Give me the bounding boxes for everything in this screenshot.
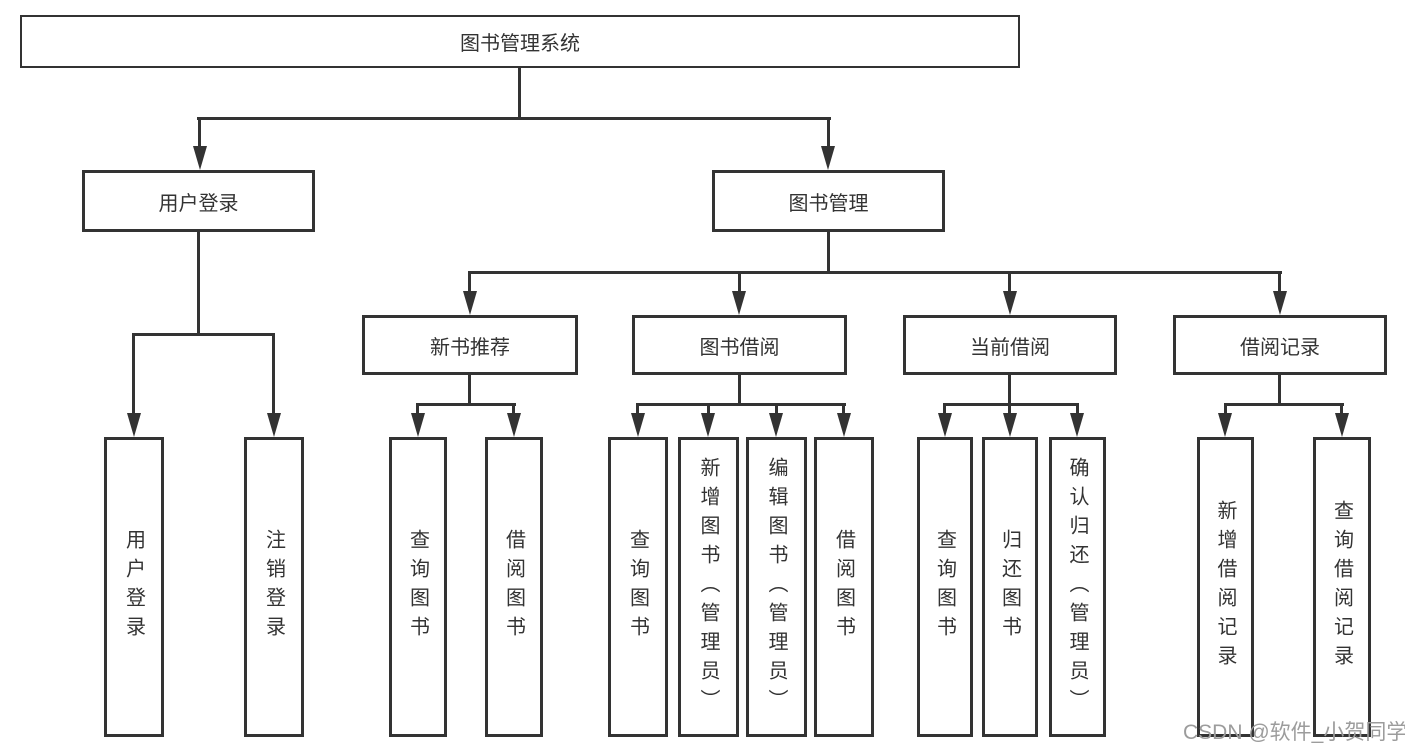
leaf-records-add-label: 新增借阅记录 (1214, 500, 1236, 674)
connector-drop-leaf-logout (272, 333, 275, 415)
connector-current-borrowing-stem (1008, 373, 1011, 406)
arrowhead-leaf-login (127, 413, 141, 437)
arrowhead-bb-borrow (837, 413, 851, 437)
leaf-logout: 注销登录 (244, 437, 304, 737)
leaf-borrowing-edit-admin: 编辑图书（管理员） (746, 437, 807, 737)
connector-borrow-records-rail (1224, 403, 1344, 406)
leaf-current-search: 查询图书 (917, 437, 973, 737)
leaf-borrowing-search-label: 查询图书 (626, 529, 649, 645)
leaf-logout-label: 注销登录 (262, 529, 285, 645)
connector-root-rail (197, 117, 831, 120)
arrowhead-book-management (821, 146, 835, 170)
arrowhead-br-add (1218, 413, 1232, 437)
connector-drop-cb-confirm (1076, 403, 1079, 415)
arrowhead-nb-search (411, 413, 425, 437)
connector-drop-br-add (1224, 403, 1227, 415)
node-new-books: 新书推荐 (362, 315, 578, 375)
leaf-records-add: 新增借阅记录 (1197, 437, 1254, 737)
connector-user-login-stem (197, 230, 200, 336)
arrowhead-leaf-logout (267, 413, 281, 437)
leaf-current-return-label: 归还图书 (998, 529, 1021, 645)
arrowhead-br-search (1335, 413, 1349, 437)
arrowhead-new-books (463, 291, 477, 315)
connector-drop-user-login (198, 117, 201, 149)
connector-drop-nb-search (416, 403, 419, 415)
connector-drop-bb-borrow (842, 403, 845, 415)
connector-book-borrowing-stem (738, 373, 741, 406)
node-user-login: 用户登录 (82, 170, 315, 232)
connector-drop-new-books (468, 271, 471, 293)
connector-drop-bb-edit (775, 403, 778, 415)
arrowhead-bb-edit (769, 413, 783, 437)
connector-drop-borrow-records (1278, 271, 1281, 293)
leaf-current-return: 归还图书 (982, 437, 1038, 737)
arrowhead-user-login (193, 146, 207, 170)
leaf-user-login-label: 用户登录 (122, 529, 145, 645)
leaf-current-confirm-admin: 确认归还（管理员） (1049, 437, 1106, 737)
connector-borrow-records-stem (1278, 373, 1281, 406)
connector-drop-br-search (1340, 403, 1343, 415)
connector-drop-book-management (827, 117, 830, 149)
leaf-borrowing-add-admin: 新增图书（管理员） (678, 437, 739, 737)
leaf-user-login: 用户登录 (104, 437, 164, 737)
node-current-borrowing: 当前借阅 (903, 315, 1117, 375)
leaf-records-search: 查询借阅记录 (1313, 437, 1371, 737)
arrowhead-bb-search (631, 413, 645, 437)
leaf-borrowing-borrow: 借阅图书 (814, 437, 874, 737)
connector-new-books-rail (416, 403, 516, 406)
arrowhead-current-borrowing (1003, 291, 1017, 315)
csdn-watermark: CSDN @软件_小贺同学 (1183, 721, 1405, 744)
connector-user-login-rail (132, 333, 275, 336)
arrowhead-nb-borrow (507, 413, 521, 437)
node-root: 图书管理系统 (20, 15, 1020, 68)
leaf-borrowing-edit-admin-label: 编辑图书（管理员） (765, 456, 787, 718)
connector-drop-bb-add (707, 403, 710, 415)
arrowhead-borrow-records (1273, 291, 1287, 315)
leaf-current-search-label: 查询图书 (933, 529, 956, 645)
leaf-new-books-borrow-label: 借阅图书 (502, 529, 525, 645)
connector-current-borrowing-rail (943, 403, 1079, 406)
connector-new-books-stem (468, 373, 471, 406)
connector-book-management-stem (827, 230, 830, 274)
node-borrow-records: 借阅记录 (1173, 315, 1387, 375)
connector-drop-cb-return (1008, 403, 1011, 415)
arrowhead-book-borrowing (732, 291, 746, 315)
leaf-new-books-borrow: 借阅图书 (485, 437, 543, 737)
leaf-borrowing-add-admin-label: 新增图书（管理员） (697, 456, 719, 718)
leaf-new-books-search: 查询图书 (389, 437, 447, 737)
leaf-records-search-label: 查询借阅记录 (1330, 500, 1353, 674)
connector-drop-nb-borrow (512, 403, 515, 415)
connector-book-management-rail (468, 271, 1282, 274)
leaf-borrowing-search: 查询图书 (608, 437, 668, 737)
connector-drop-leaf-login (132, 333, 135, 415)
connector-drop-current-borrowing (1008, 271, 1011, 293)
connector-drop-bb-search (636, 403, 639, 415)
leaf-current-confirm-admin-label: 确认归还（管理员） (1066, 456, 1088, 718)
arrowhead-cb-return (1003, 413, 1017, 437)
connector-drop-book-borrowing (738, 271, 741, 293)
arrowhead-bb-add (701, 413, 715, 437)
connector-book-borrowing-rail (636, 403, 846, 406)
arrowhead-cb-search (938, 413, 952, 437)
arrowhead-cb-confirm (1070, 413, 1084, 437)
node-book-management: 图书管理 (712, 170, 945, 232)
node-book-borrowing: 图书借阅 (632, 315, 847, 375)
connector-drop-cb-search (943, 403, 946, 415)
connector-root-stem (518, 66, 521, 120)
leaf-new-books-search-label: 查询图书 (406, 529, 429, 645)
leaf-borrowing-borrow-label: 借阅图书 (832, 529, 855, 645)
